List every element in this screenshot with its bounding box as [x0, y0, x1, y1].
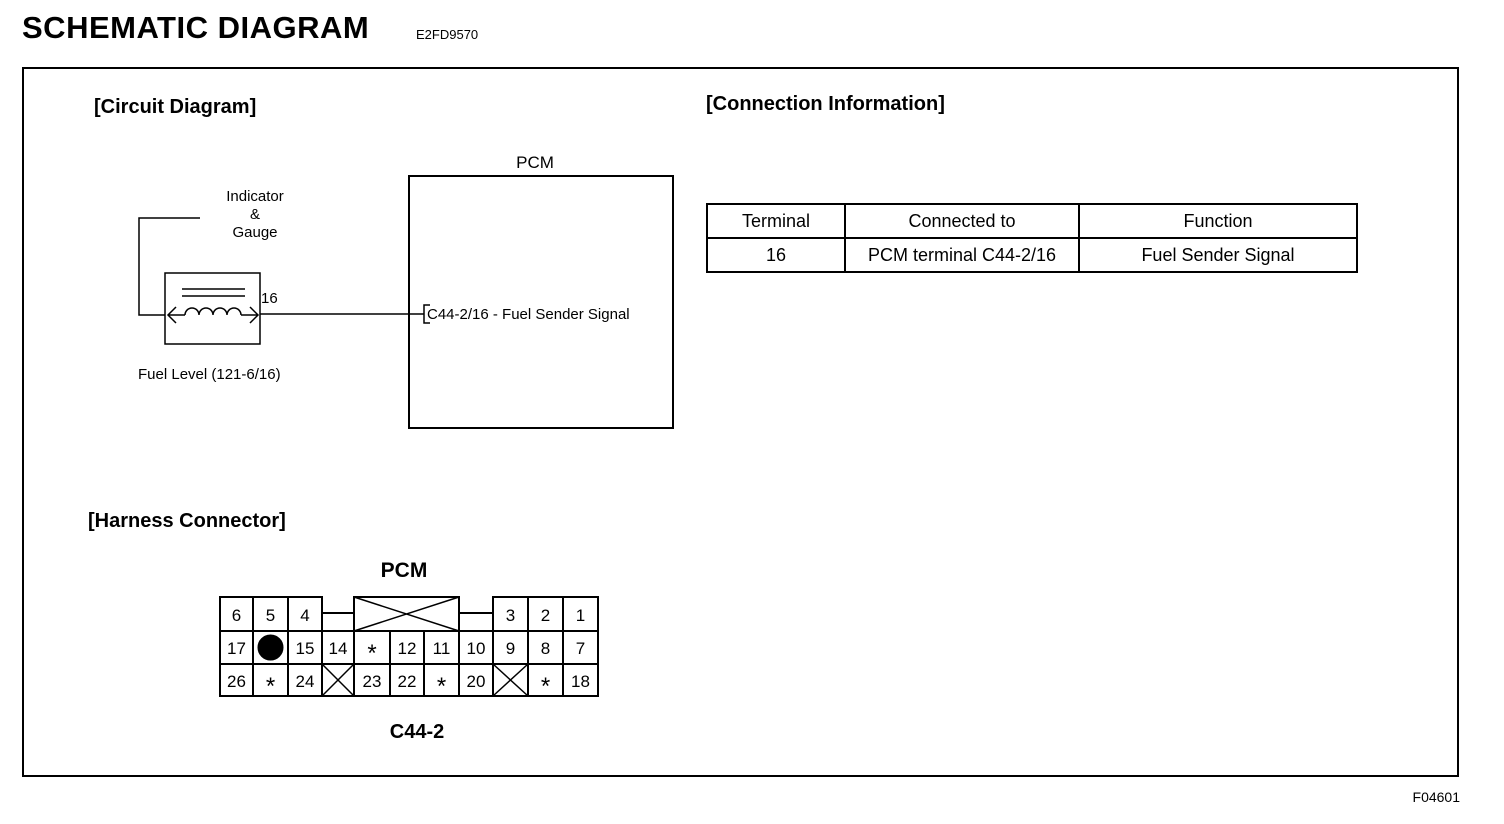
header-terminal: Terminal	[706, 203, 846, 239]
pin-label: *	[367, 640, 376, 667]
pin-label: *	[437, 673, 446, 700]
used-pin-marker	[257, 634, 284, 661]
blocked-cross	[353, 596, 460, 632]
indicator-label-line3: Gauge	[232, 224, 278, 241]
indicator-gauge-label: Indicator & Gauge	[226, 188, 284, 242]
pin-label: 26	[227, 672, 246, 691]
pin-label: 8	[541, 639, 550, 658]
table-row: 16 PCM terminal C44-2/16 Fuel Sender Sig…	[706, 237, 1358, 273]
diagram-code: E2FD9570	[416, 27, 479, 42]
header-function: Function	[1078, 203, 1358, 239]
connector-id-label: C44-2	[389, 721, 445, 743]
circuit-diagram-heading: [Circuit Diagram]	[94, 96, 257, 118]
pcm-label: PCM	[516, 153, 554, 172]
pin-label: 12	[398, 639, 417, 658]
cell-terminal: 16	[706, 237, 846, 273]
pin-label: 18	[571, 672, 590, 691]
cell-connected-to: PCM terminal C44-2/16	[844, 237, 1080, 273]
table-header-row: Terminal Connected to Function	[706, 203, 1358, 239]
pin-label: 2	[541, 606, 550, 625]
pin-label: *	[541, 673, 550, 700]
pin-label: 23	[363, 672, 382, 691]
terminal-number: 16	[261, 290, 278, 307]
pin-label: *	[266, 673, 275, 700]
pcm-pin-bracket	[423, 304, 430, 324]
unused-cavity-cross	[321, 663, 355, 697]
connector-outline	[321, 612, 494, 631]
pin-label: 22	[398, 672, 417, 691]
indicator-label-line2: &	[249, 206, 261, 223]
cell-function: Fuel Sender Signal	[1078, 237, 1358, 273]
connection-table: Terminal Connected to Function 16 PCM te…	[706, 203, 1358, 273]
header-connected-to: Connected to	[844, 203, 1080, 239]
pcm-pin-label: C44-2/16 - Fuel Sender Signal	[427, 306, 630, 323]
harness-pcm-label: PCM	[380, 559, 428, 582]
pin-label: 10	[467, 639, 486, 658]
pin-label: 14	[329, 639, 348, 658]
pin-label: 4	[300, 606, 309, 625]
indicator-wire	[138, 217, 200, 316]
indicator-label-line1: Indicator	[226, 188, 284, 205]
connector-cavity	[562, 663, 599, 697]
page-title: SCHEMATIC DIAGRAM	[22, 10, 370, 45]
pin-label: 7	[576, 639, 585, 658]
pcm-box	[408, 175, 674, 429]
figure-id: F04601	[1412, 789, 1460, 805]
pin-label: 17	[227, 639, 246, 658]
pin-label: 3	[506, 606, 515, 625]
unused-cavity-cross	[492, 663, 529, 697]
diagram-frame	[22, 67, 1459, 777]
pin-label: 5	[266, 606, 275, 625]
pin-label: 11	[433, 639, 451, 658]
fuel-level-sensor	[164, 272, 261, 345]
pin-label: 9	[506, 639, 515, 658]
pin-label: 20	[467, 672, 486, 691]
coil-symbol	[166, 288, 260, 324]
harness-connector-heading: [Harness Connector]	[88, 510, 286, 532]
pin-label: 24	[296, 672, 315, 691]
connection-info-heading: [Connection Information]	[706, 93, 945, 115]
pin-label: 6	[232, 606, 241, 625]
pin-label: 15	[296, 639, 315, 658]
fuel-level-label: Fuel Level (121-6/16)	[138, 366, 281, 383]
pin-label: 1	[576, 606, 585, 625]
